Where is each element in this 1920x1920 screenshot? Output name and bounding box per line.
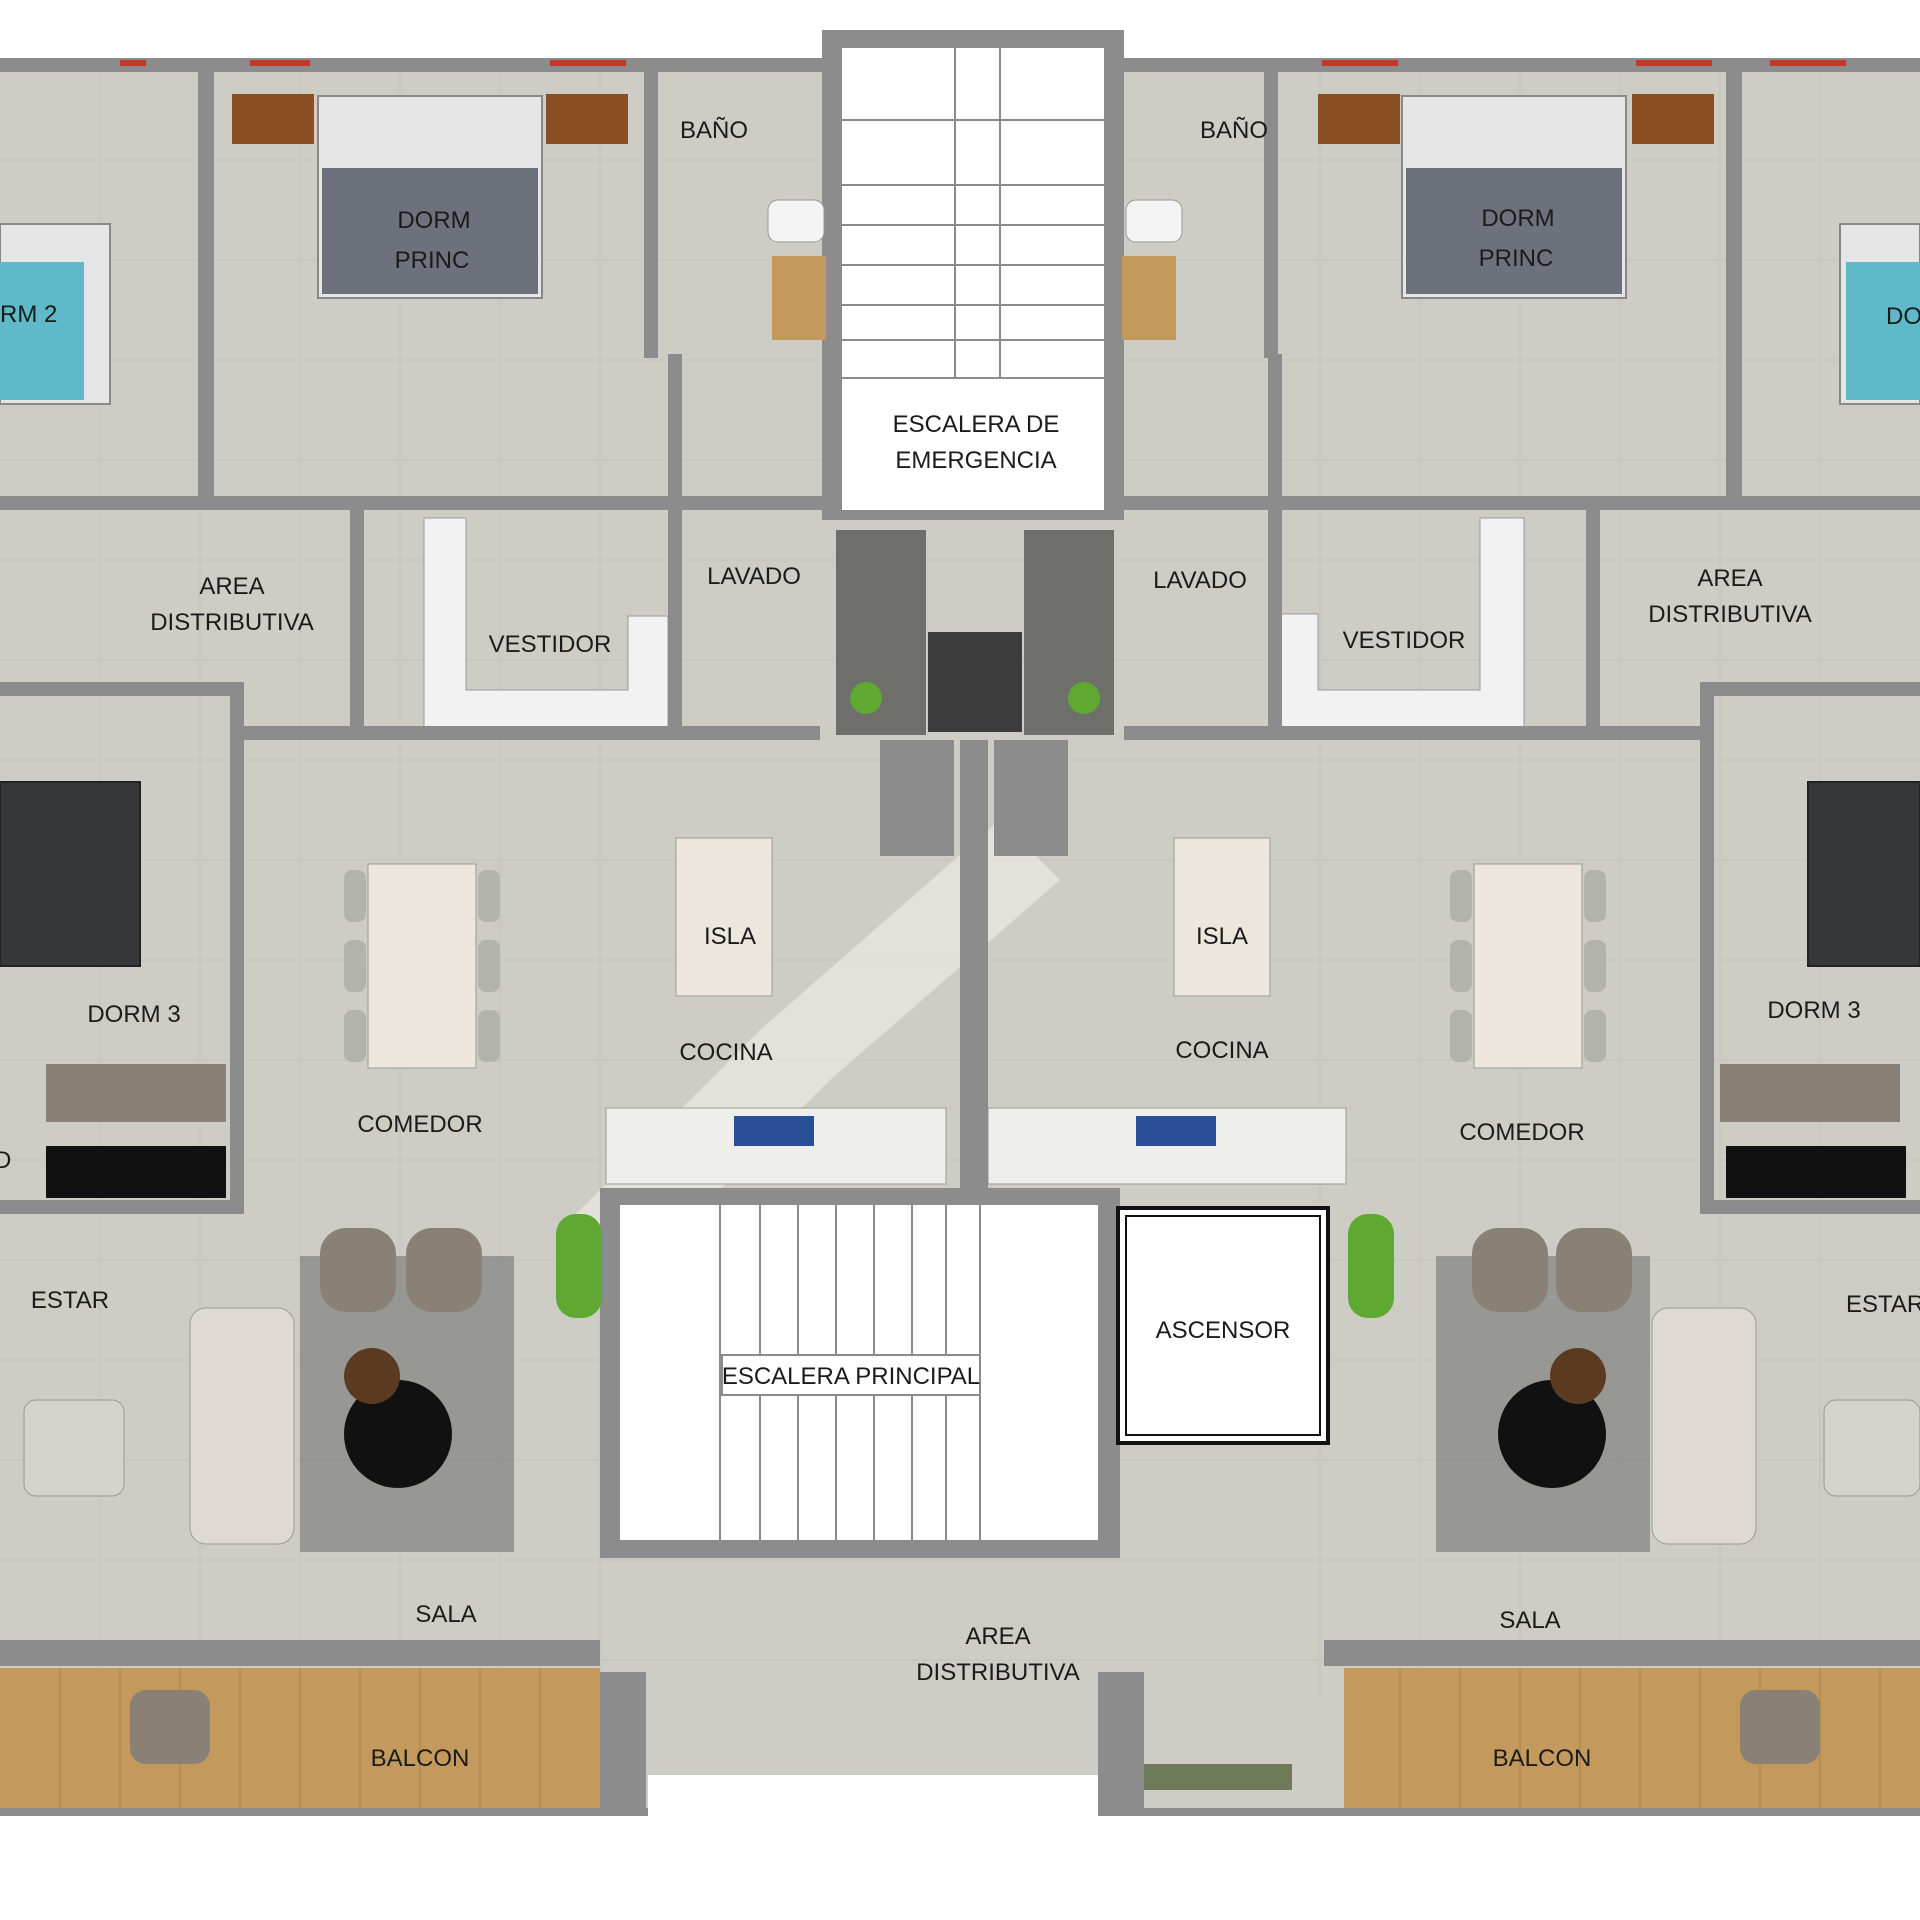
table-icon [1498,1380,1606,1488]
lobby-dark-mat [928,632,1022,732]
bed-icon [1807,781,1920,967]
label-comedor-left: COMEDOR [357,1111,482,1138]
island-right [1173,837,1271,997]
label-estar-left: ESTAR [31,1287,109,1314]
label-dorm2-right: DO [1886,303,1920,330]
bed-cover-left-dorm2 [0,262,84,400]
label-escalera-principal: ESCALERA PRINCIPAL [722,1363,980,1390]
armchair-icon [130,1228,1820,1764]
walls [0,58,1920,1816]
label-area-dist-right-2: DISTRIBUTIVA [1648,601,1812,628]
label-balcon-left: BALCON [371,1745,470,1772]
emergency-stair-treads [842,48,1104,379]
granite-panel-left [836,530,926,735]
label-isla-left: ISLA [704,923,756,950]
bed-cover-left-princ [322,168,538,294]
outer-cutout-top-right [1124,0,1920,60]
sofa-icon [189,1307,295,1545]
label-dorm3-left: DORM 3 [87,1001,180,1028]
sink-icon [772,256,826,340]
label-isla-right: ISLA [1196,923,1248,950]
elevator-shaft [1116,1206,1330,1445]
sofa-icon [1651,1307,1757,1545]
label-bano-right: BAÑO [1200,117,1268,144]
bed-cover-right-dorm2 [1846,262,1920,400]
outer-cutout-bottom-right [1098,1810,1920,1920]
tv-unit-right [1726,1146,1906,1198]
nightstands [232,94,1714,144]
table-icon [344,1348,400,1404]
granite-panel-right [1024,530,1114,735]
label-area-dist-left-1: AREA [199,573,264,600]
escalera-principal-label-box [721,1354,981,1396]
label-dorm-princ-left-1: DORM [397,207,470,234]
pouf-right [1823,1399,1920,1497]
sink-icon [1122,256,1176,340]
desk-right [1720,1064,1900,1122]
label-sala-left: SALA [415,1601,476,1628]
label-dorm-princ-left-2: PRINC [395,247,470,274]
desk-left [46,1064,226,1122]
label-dorm-princ-right-1: DORM [1481,205,1554,232]
label-dorm2-left: RM 2 [0,301,57,328]
label-vestidor-right: VESTIDOR [1343,627,1466,654]
stove-icon [734,1116,814,1146]
label-area-dist-right-1: AREA [1697,565,1762,592]
label-escalera-emergencia-1: ESCALERA DE [893,411,1060,438]
plant-icon [556,1214,602,1318]
label-escalera-emergencia-2: EMERGENCIA [895,447,1056,474]
plant-icon [850,682,882,714]
label-area-dist-center-2: DISTRIBUTIVA [916,1659,1080,1686]
elevator-icon [1125,1215,1321,1436]
toilet-icon [1125,199,1183,243]
label-sala-right: SALA [1499,1607,1560,1634]
windows [120,60,1846,66]
label-lavado-left: LAVADO [707,563,801,590]
stove-icon [1136,1116,1216,1146]
label-d-left-edge: D [0,1147,11,1174]
tv-unit-left [46,1146,226,1198]
label-balcon-right: BALCON [1493,1745,1592,1772]
label-dorm-princ-right-2: PRINC [1479,245,1554,272]
label-lavado-right: LAVADO [1153,567,1247,594]
label-comedor-right: COMEDOR [1459,1119,1584,1146]
plant-icon [1348,1214,1394,1318]
planter-box [1126,1764,1292,1790]
label-cocina-left: COCINA [679,1039,772,1066]
label-vestidor-left: VESTIDOR [489,631,612,658]
outer-cutout-bottom-left [0,1810,648,1920]
table-icon [1550,1348,1606,1404]
dining-table-right [1473,863,1583,1069]
label-ascensor: ASCENSOR [1156,1317,1291,1344]
label-estar-right: ESTAR [1846,1291,1920,1318]
outer-cutout-top-left [0,0,822,60]
dining-table-left [367,863,477,1069]
label-cocina-right: COCINA [1175,1037,1268,1064]
label-dorm3-right: DORM 3 [1767,997,1860,1024]
bed-icon [0,781,141,967]
dining-chairs [344,870,1606,1062]
label-bano-left: BAÑO [680,117,748,144]
toilet-icon [767,199,825,243]
balcony-right-deck [1344,1668,1920,1808]
table-icon [344,1380,452,1488]
emergency-stair-flight [842,48,1104,510]
label-area-dist-left-2: DISTRIBUTIVA [150,609,314,636]
island-left [675,837,773,997]
outer-cutout-bottom [648,1775,1098,1920]
pouf-left [23,1399,125,1497]
plant-icon [1068,682,1100,714]
label-area-dist-center-1: AREA [965,1623,1030,1650]
bed-cover-right-princ [1406,168,1622,294]
